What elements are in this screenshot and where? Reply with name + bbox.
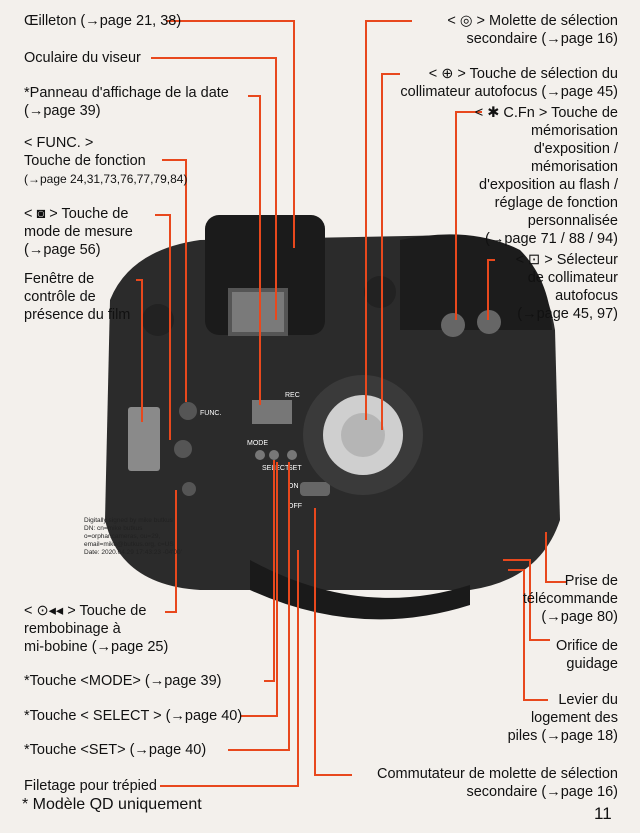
label-rembo-3: mi-bobine (→page 25) — [24, 639, 169, 655]
label-mesure-2: mode de mesure — [24, 224, 133, 240]
dial-switch — [300, 482, 330, 496]
label-mesure-1: < ◙ > Touche de — [24, 206, 129, 222]
label-fenetre-1: Fenêtre de — [24, 271, 95, 287]
mode-button — [255, 450, 265, 460]
label-prise-1: Prise de — [564, 573, 618, 589]
label-levier-2: logement des — [530, 710, 618, 726]
label-molette-1: < ◎ > Molette de sélection — [447, 13, 618, 29]
label-commut-2: secondaire (→page 16) — [466, 784, 618, 800]
digital-signature: Digitally signed by mike butkus DN: cn=m… — [84, 517, 182, 557]
label-levier-1: Levier du — [558, 692, 618, 708]
label-select: *Touche < SELECT > (→page 40) — [24, 708, 243, 724]
label-prise-2: télécommande — [522, 591, 618, 607]
camera-grip-top — [400, 234, 552, 330]
label-levier-3: piles (→page 18) — [507, 728, 618, 744]
label-oculaire: Oculaire du viseur — [24, 50, 141, 66]
label-set: *Touche <SET> (→page 40) — [24, 742, 207, 758]
label-cfn-7: personnalisée — [527, 213, 618, 229]
label-panneau-2: (→page 39) — [24, 103, 101, 119]
label-cfn-3: d'exposition / — [533, 141, 618, 157]
label-func-1: < FUNC. > — [24, 135, 94, 151]
on-text: ON — [288, 483, 299, 490]
label-oeilleton: Œilleton (→page 21, 38) — [24, 13, 182, 29]
label-rembo-1: < ⊙◂◂ > Touche de — [24, 603, 147, 619]
dial-center — [341, 413, 385, 457]
leader-lines — [136, 20, 566, 787]
ae-lock-button — [441, 313, 465, 337]
label-selecteur-4: (→page 45, 97) — [517, 306, 618, 322]
footnote: * Modèle QD uniquement — [22, 796, 202, 813]
select-text: SELECT — [262, 465, 290, 472]
label-cfn-8: (→page 71 / 88 / 94) — [485, 231, 618, 247]
label-cfn-4: mémorisation — [530, 159, 618, 175]
label-rembo-2: rembobinage à — [24, 621, 121, 637]
label-cfn-5: d'exposition au flash / — [479, 177, 618, 193]
off-text: OFF — [288, 503, 302, 510]
label-panneau-1: *Panneau d'affichage de la date — [24, 85, 229, 101]
label-cfn-2: mémorisation — [530, 123, 618, 139]
set-text: SET — [288, 465, 302, 472]
label-prise-3: (→page 80) — [541, 609, 618, 625]
rec-text: REC — [285, 392, 300, 399]
label-cfn-6: réglage de fonction — [494, 195, 618, 211]
label-filetage: Filetage pour trépied — [24, 778, 157, 794]
label-selecteur-3: autofocus — [555, 288, 618, 304]
select-button — [269, 450, 279, 460]
label-molette-2: secondaire (→page 16) — [466, 31, 618, 47]
af-point-button — [477, 310, 501, 334]
label-mesure-3: (→page 56) — [24, 242, 101, 258]
label-cfn-1: < ✱ C.Fn > Touche de — [474, 105, 618, 121]
label-fenetre-3: présence du film — [24, 307, 131, 323]
label-orifice-1: Orifice de — [555, 638, 618, 654]
signature-line-2: DN: cn=mike butkus — [84, 525, 143, 532]
label-commut-1: Commutateur de molette de sélection — [377, 766, 618, 782]
date-panel — [252, 400, 292, 424]
signature-line-4: email=mike@butkus.org, c=US — [84, 541, 174, 548]
label-fenetre-2: contrôle de — [24, 289, 96, 305]
label-af-2: collimateur autofocus (→page 45) — [400, 84, 618, 100]
rewind-button — [182, 482, 196, 496]
label-af-1: < ⊕ > Touche de sélection du — [428, 66, 618, 82]
lens-mount-ring — [250, 560, 470, 620]
signature-line-3: o=orphancameras, ou=29, — [84, 533, 161, 540]
strap-lug-right — [364, 276, 396, 308]
label-selecteur-2: de collimateur — [527, 270, 618, 286]
film-window — [128, 407, 160, 471]
page-number: 11 — [594, 804, 612, 823]
label-func-2: Touche de fonction — [24, 153, 146, 169]
strap-lug-left — [142, 304, 174, 336]
label-func-3: (→page 24,31,73,76,77,79,84) — [24, 172, 188, 186]
func-text: FUNC. — [200, 410, 221, 417]
func-button — [179, 402, 197, 420]
set-button — [287, 450, 297, 460]
label-mode: *Touche <MODE> (→page 39) — [24, 673, 222, 689]
signature-line-5: Date: 2020.04.29 17:43:23 -04'00' — [84, 549, 182, 556]
label-orifice-2: guidage — [566, 656, 618, 672]
mode-text: MODE — [247, 440, 268, 447]
label-selecteur-1: < ⊡ > Sélecteur — [515, 252, 618, 268]
signature-line-1: Digitally signed by mike butkus — [84, 517, 173, 524]
metering-button — [174, 440, 192, 458]
